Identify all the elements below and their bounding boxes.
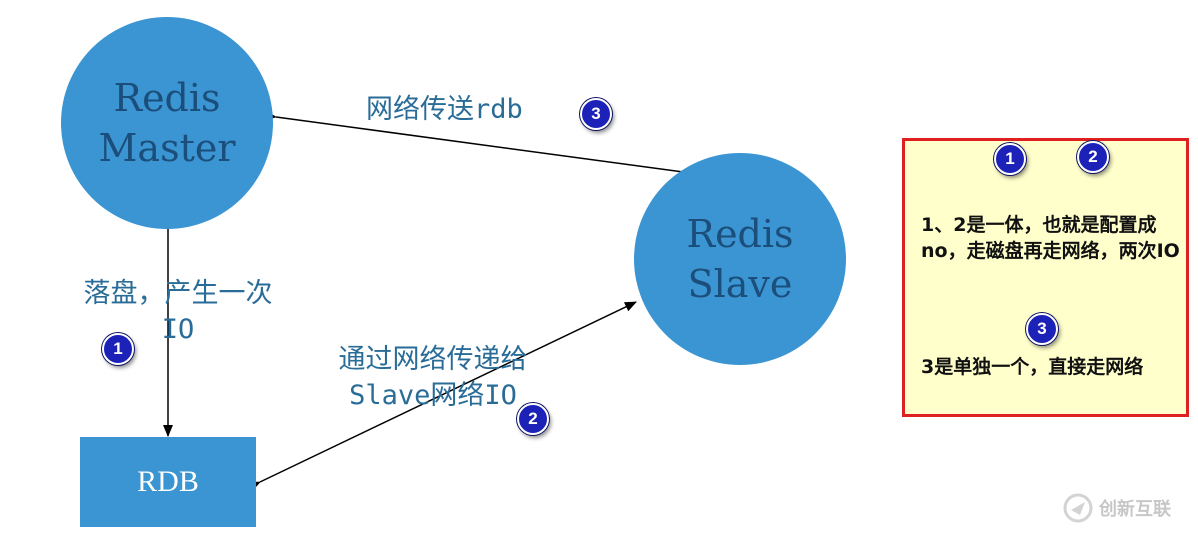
watermark: 创新互联: [1063, 493, 1171, 523]
note-badge-2: 2: [1077, 141, 1109, 173]
step-badge-1: 1: [102, 333, 134, 365]
note-text-steps-1-2: 1、2是一体，也就是配置成no，走磁盘再走网络，两次IO: [921, 214, 1180, 262]
edge-label-master-rdb: 落盘，产生一次IO: [83, 278, 273, 345]
edge-master-slave: [264, 110, 699, 178]
redis-slave-label: Redis Slave: [686, 212, 794, 306]
step-badge-3: 3: [580, 98, 612, 130]
note-text-step-3: 3是单独一个，直接走网络: [921, 356, 1144, 378]
note-badge-1: 1: [994, 143, 1026, 175]
note-badge-3: 3: [1026, 313, 1058, 345]
step-badge-2: 2: [517, 403, 549, 435]
redis-slave-node: Redis Slave: [634, 153, 846, 365]
rdb-label: RDB: [137, 465, 199, 498]
edge-label-master-slave: 网络传送rdb: [366, 94, 523, 125]
edge-rdb-slave: [247, 301, 637, 492]
rdb-box: RDB: [80, 437, 256, 527]
explanation-note: 1 2 1、2是一体，也就是配置成no，走磁盘再走网络，两次IO 3 3是单独一…: [902, 138, 1189, 417]
redis-master-label: Redis Master: [98, 76, 236, 170]
watermark-text: 创新互联: [1099, 499, 1171, 520]
watermark-logo-icon: [1063, 493, 1093, 523]
edge-label-rdb-slave: 通过网络传递给Slave网络IO: [338, 344, 528, 411]
redis-master-node: Redis Master: [61, 17, 273, 229]
